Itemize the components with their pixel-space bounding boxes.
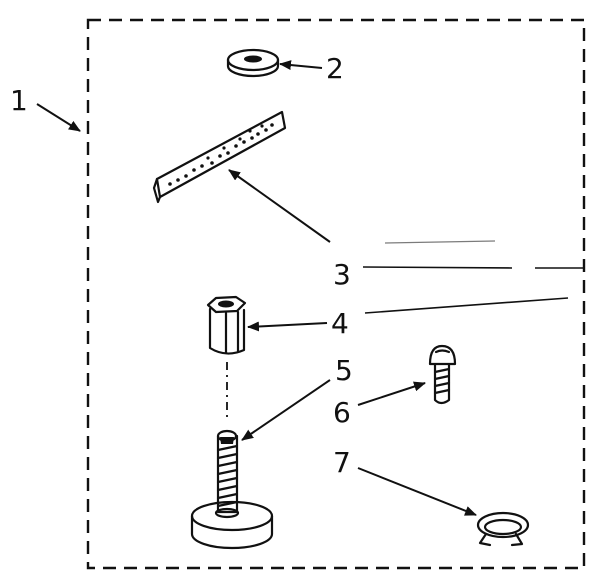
leader-1 <box>36 103 81 132</box>
callout-1: 1 <box>10 84 28 117</box>
stud-threads <box>216 444 239 508</box>
leader-6 <box>357 381 426 406</box>
leader-7 <box>357 467 477 516</box>
callout-5: 5 <box>335 354 353 387</box>
leveling-leg-part <box>190 429 274 550</box>
callout-4: 4 <box>331 307 349 340</box>
washer-part <box>226 48 280 78</box>
callout-labels: 1 2 3 4 5 6 7 <box>10 52 353 479</box>
screw-part <box>428 344 457 405</box>
leader-4 <box>247 321 328 332</box>
leader-3 <box>228 169 331 243</box>
callout-7: 7 <box>333 446 351 479</box>
leader-lines <box>36 60 477 516</box>
coupling-nut-part <box>206 295 247 355</box>
callout-6: 6 <box>333 396 351 429</box>
kit-boundary <box>86 18 586 570</box>
bracket-holes <box>168 123 274 186</box>
clamp-part <box>476 511 530 547</box>
leader-5 <box>241 379 331 441</box>
leader-2 <box>279 60 323 71</box>
bracket-part <box>152 110 287 204</box>
scan-lines <box>362 240 583 314</box>
callout-3: 3 <box>333 258 351 291</box>
callout-2: 2 <box>326 52 344 85</box>
